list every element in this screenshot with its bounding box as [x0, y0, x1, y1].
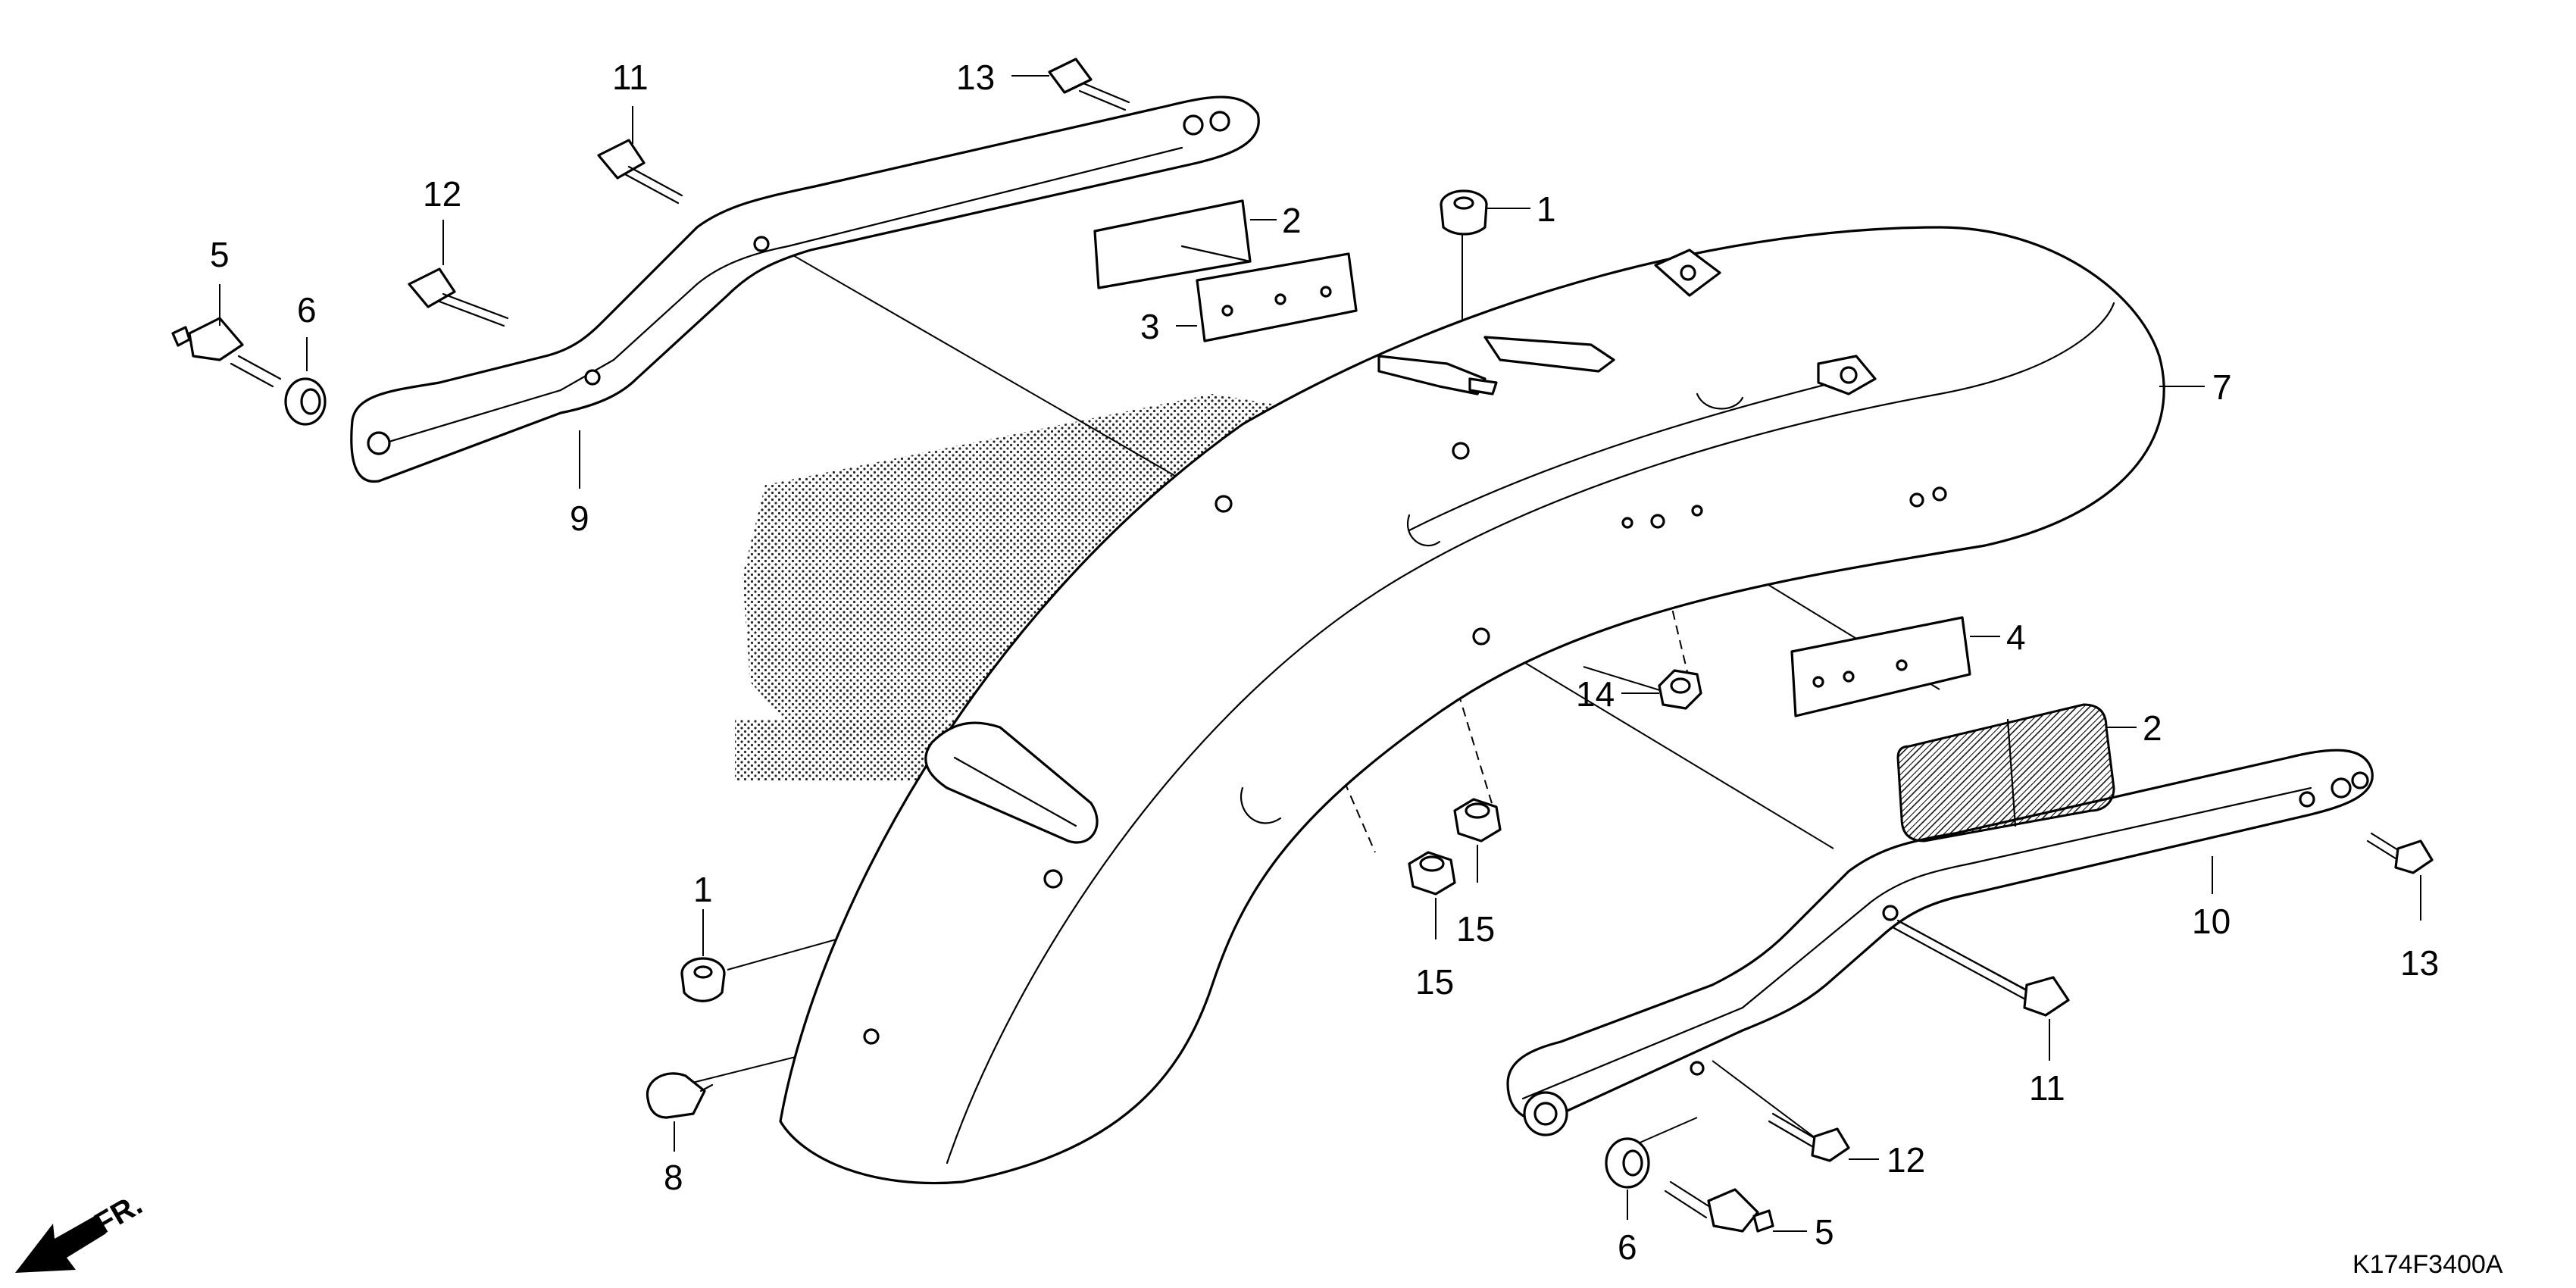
fastener-washer-6-upper: [284, 377, 327, 426]
fastener-nut-15-upper: [1453, 798, 1502, 843]
callout-12-lower: 12: [1887, 1140, 1925, 1180]
fastener-grommet-1-lower: [680, 957, 726, 1002]
fastener-bolt-12-lower: [1768, 1112, 1850, 1162]
fastener-nut-15-lower: [1408, 851, 1456, 896]
fastener-nut-14: [1658, 669, 1702, 710]
callout-15-lower: 15: [1415, 962, 1454, 1002]
part-numbers: 1 1 2 2 3 4 5 5 6 6 7 8 9 10 11 11 12 12…: [210, 58, 2439, 1267]
reflector-lower: [1790, 616, 2115, 843]
callout-leaders: [219, 75, 2421, 1232]
fastener-washer-6-lower: [1605, 1137, 1650, 1189]
fastener-bolt-13-upper: [1048, 58, 1130, 111]
fastener-bolt-5-lower: [1664, 1180, 1774, 1233]
callout-7: 7: [2212, 367, 2232, 407]
fastener-grommet-1-upper: [1440, 189, 1488, 236]
callout-13-lower: 13: [2400, 943, 2439, 983]
callout-13-upper: 13: [956, 58, 995, 97]
callout-3: 3: [1140, 307, 1160, 346]
callout-10: 10: [2192, 902, 2231, 941]
fastener-bolt-11-upper: [597, 139, 683, 205]
callout-6-lower: 6: [1618, 1227, 1637, 1267]
callout-14: 14: [1576, 674, 1615, 714]
callout-5-upper: 5: [210, 235, 230, 274]
fastener-pin-8: [646, 1072, 714, 1119]
grab-rail-right: [1506, 749, 2374, 1136]
callout-1-upper: 1: [1537, 189, 1556, 229]
fastener-bolt-11-lower: [1893, 919, 2070, 1017]
grab-rail-left: [350, 95, 1260, 483]
callout-9: 9: [570, 499, 589, 538]
rear-fender: [779, 226, 2165, 1185]
callout-11-lower: 11: [2029, 1068, 2065, 1108]
diagram-code: K174F3400A: [2352, 1250, 2503, 1279]
callout-4: 4: [2006, 617, 2026, 657]
fastener-bolt-5-upper: [171, 317, 282, 388]
fastener-bolt-12-upper: [408, 267, 509, 327]
callout-2-lower: 2: [2143, 708, 2162, 748]
fastener-bolt-13-lower: [2366, 832, 2434, 874]
callout-15-upper: 15: [1456, 909, 1495, 949]
callout-2-upper: 2: [1282, 201, 1302, 240]
reflector-upper: [1093, 199, 1358, 342]
callout-8: 8: [664, 1158, 683, 1197]
front-direction-arrow: FR.: [15, 1187, 148, 1273]
callout-5-lower: 5: [1815, 1212, 1834, 1252]
callout-12-upper: 12: [423, 174, 461, 214]
callout-11-upper: 11: [612, 58, 649, 97]
callout-6-upper: 6: [297, 290, 317, 330]
callout-1-lower: 1: [693, 870, 713, 909]
